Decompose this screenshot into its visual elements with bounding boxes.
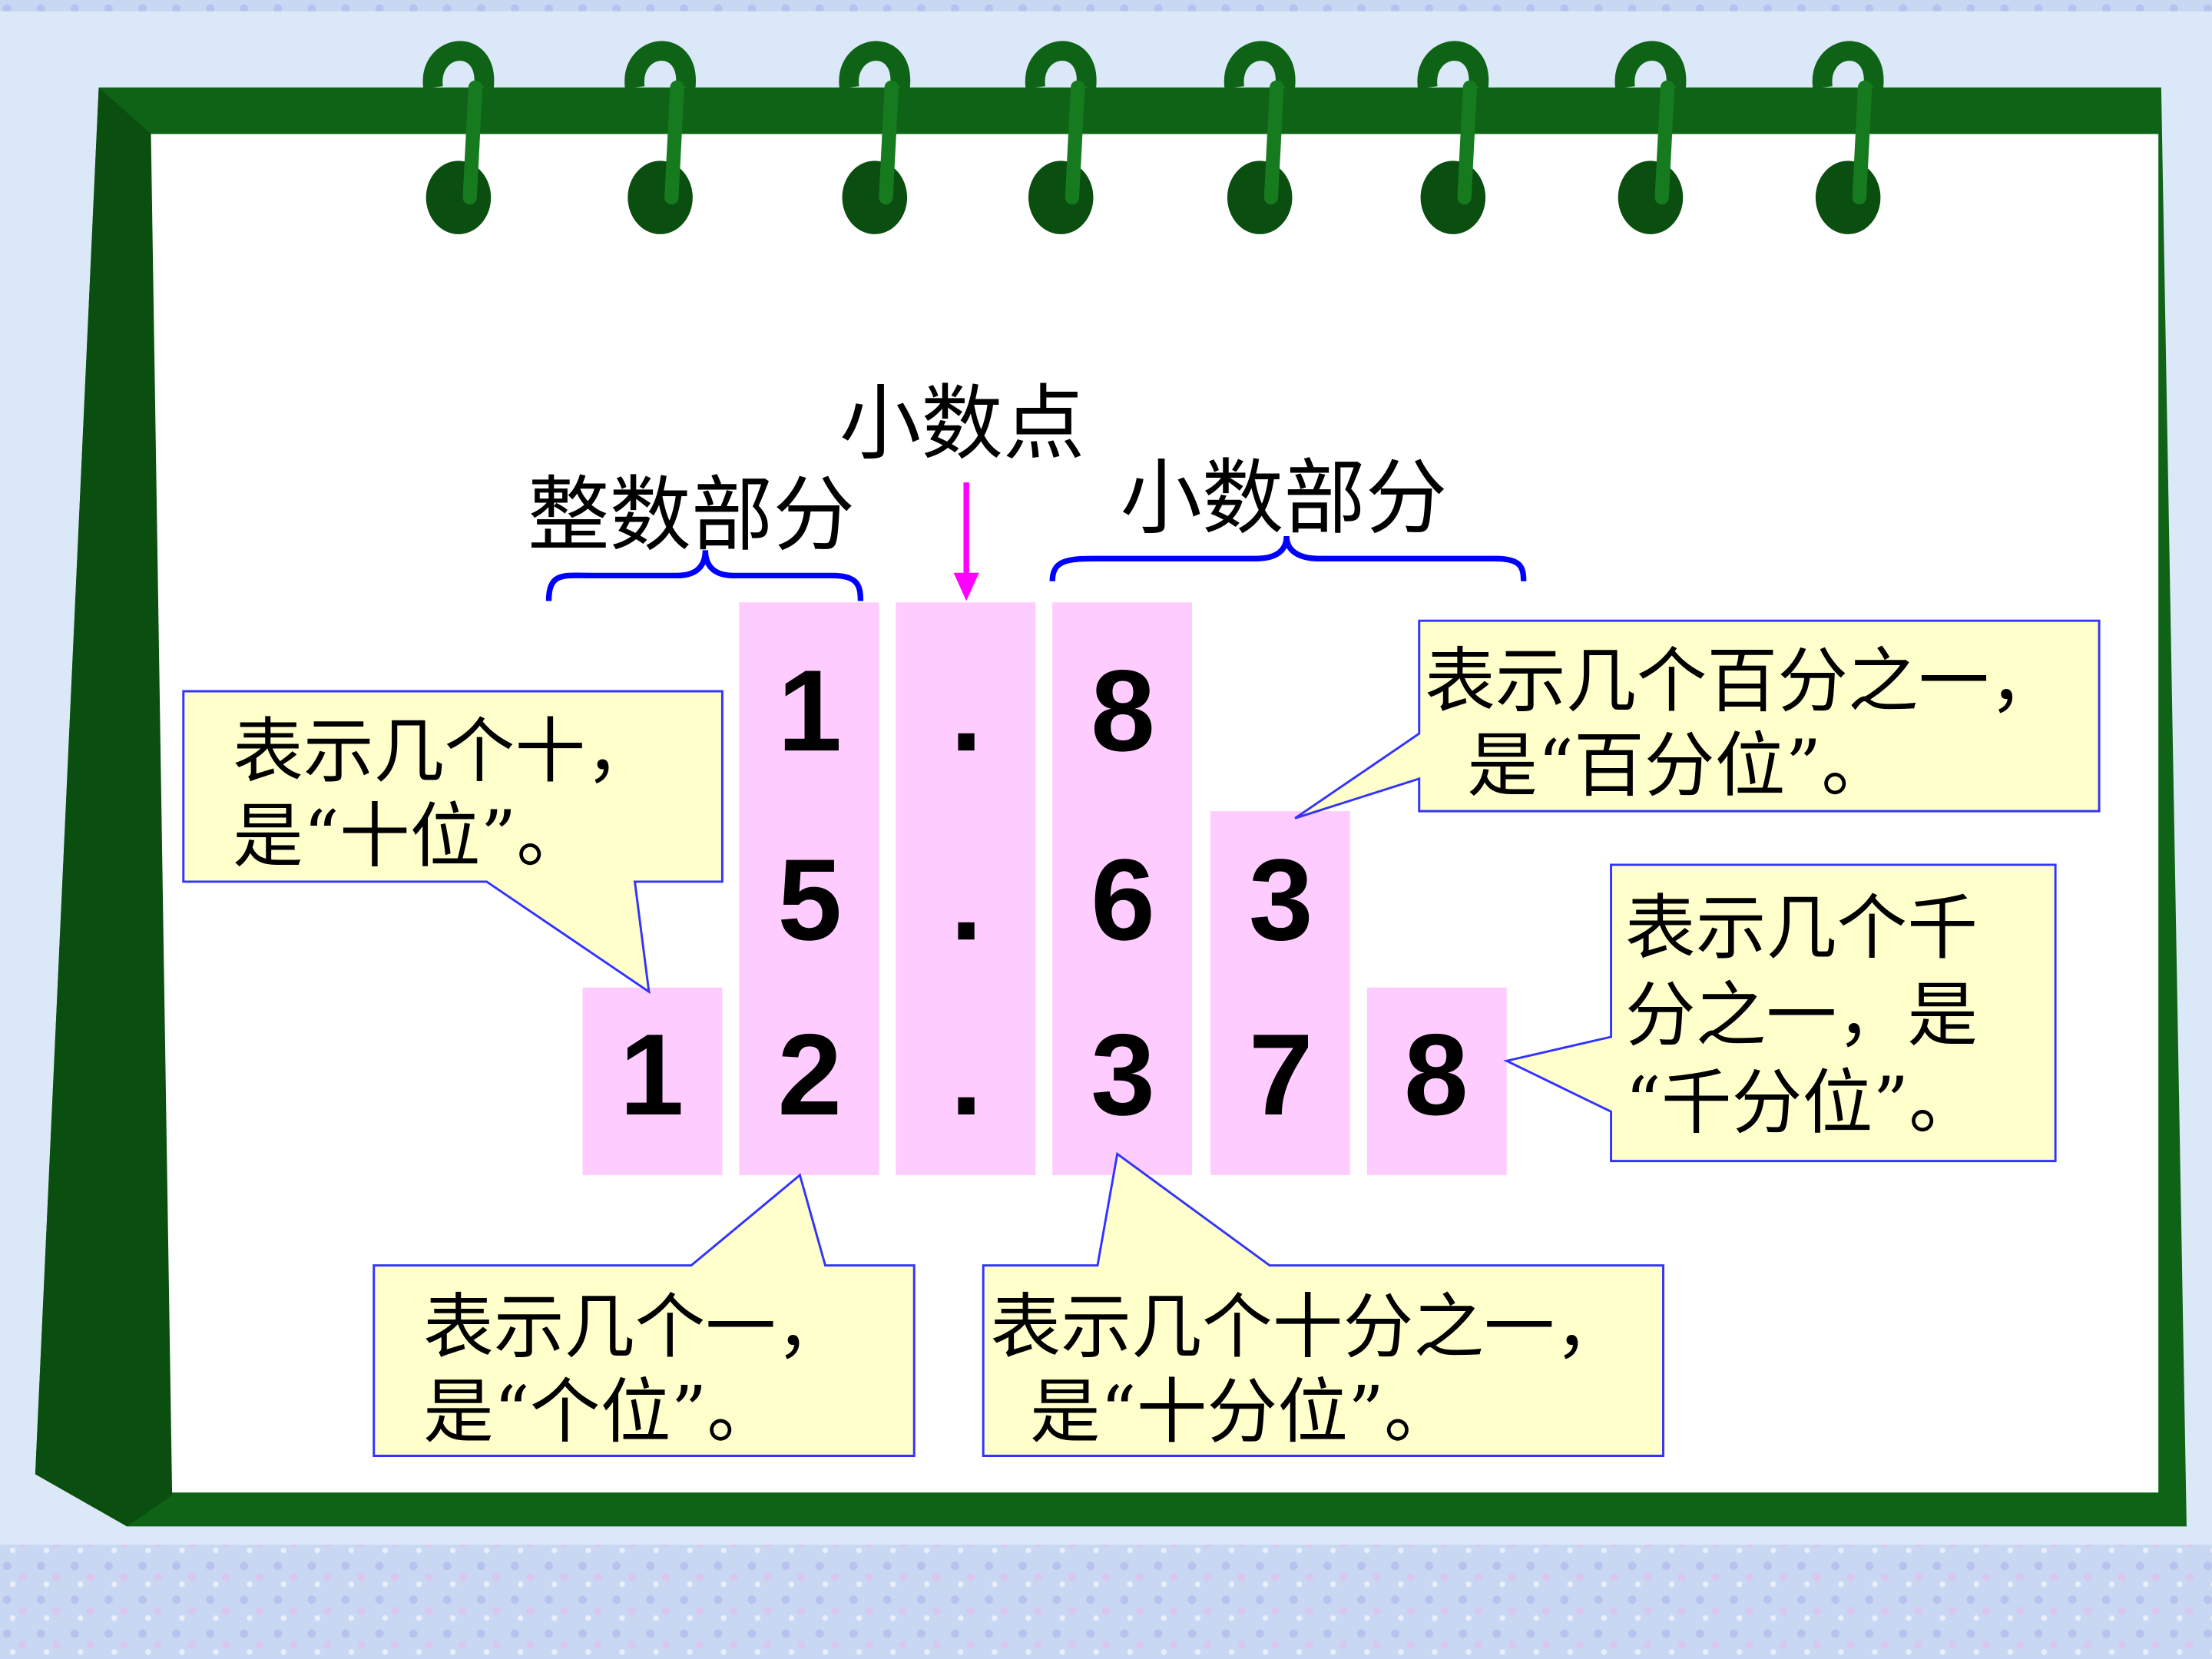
spiral-ring-icon [1224,41,1296,234]
texture-top [0,0,2212,12]
decimal-point-label: 小数点 [839,376,1085,472]
decimal-part-brace [1049,535,1527,581]
svg-text:是“十位”。: 是“十位”。 [233,795,587,877]
decimal-part-label: 小数部分 [1120,451,1447,546]
column-hundredths [1210,811,1350,1175]
calendar-frame-shade [35,87,173,1527]
column-ones [739,602,879,1175]
svg-text:表示几个百分之一，: 表示几个百分之一， [1425,640,2059,722]
svg-text:表示几个千: 表示几个千 [1625,887,1978,969]
svg-text:“千分位”。: “千分位”。 [1625,1062,1979,1144]
svg-text:分之一，是: 分之一，是 [1625,975,1978,1057]
spiral-ring-icon [1025,41,1097,234]
spiral-ring-icon [1614,41,1687,234]
spiral-ring-icon [1417,41,1489,234]
svg-text:表示几个一，: 表示几个一， [423,1286,846,1369]
decimal-point-mark: . [950,835,982,964]
digit: 1 [777,646,842,775]
svg-text:表示几个十，: 表示几个十， [233,710,656,793]
svg-text:是“个位”。: 是“个位”。 [423,1371,777,1453]
spiral-ring-icon [422,41,495,234]
decimal-point-mark: . [950,646,982,775]
digit: 6 [1091,835,1155,964]
decimal-point-mark: . [950,1010,982,1139]
digit: 3 [1249,835,1313,964]
digit: 7 [1249,1010,1313,1139]
digit: 1 [620,1010,684,1139]
svg-text:表示几个十分之一，: 表示几个十分之一， [990,1286,1624,1369]
column-thousandths [1366,987,1507,1175]
svg-text:是“十分位”。: 是“十分位”。 [1030,1371,1455,1453]
digit: 8 [1404,1010,1469,1139]
digit: 2 [777,1010,842,1139]
integer-part-label: 整数部分 [528,468,855,563]
spiral-ring-icon [624,41,696,234]
spiral-ring-icon [839,41,911,234]
decimal-point-arrow-icon [953,482,979,601]
texture-bottom [0,1545,2212,1659]
integer-part-brace [545,550,864,601]
digit: 5 [777,835,842,964]
callout-ones: 表示几个一， 是“个位”。 [373,1173,916,1457]
column-tens [582,987,723,1175]
spiral-rings [422,41,1884,234]
svg-text:是“百分位”。: 是“百分位”。 [1467,725,1892,807]
column-point [896,602,1036,1175]
spiral-ring-icon [1812,41,1884,234]
digit: 3 [1091,1010,1155,1139]
callout-thousandths: 表示几个千 分之一，是 “千分位”。 [1503,863,2057,1163]
column-tenths [1052,602,1193,1175]
callout-tens: 表示几个十， 是“十位”。 [182,690,724,995]
callout-hundredths: 表示几个百分之一， 是“百分位”。 [1294,619,2101,820]
digit: 8 [1091,646,1155,775]
callout-tenths: 表示几个十分之一， 是“十分位”。 [982,1151,1664,1457]
